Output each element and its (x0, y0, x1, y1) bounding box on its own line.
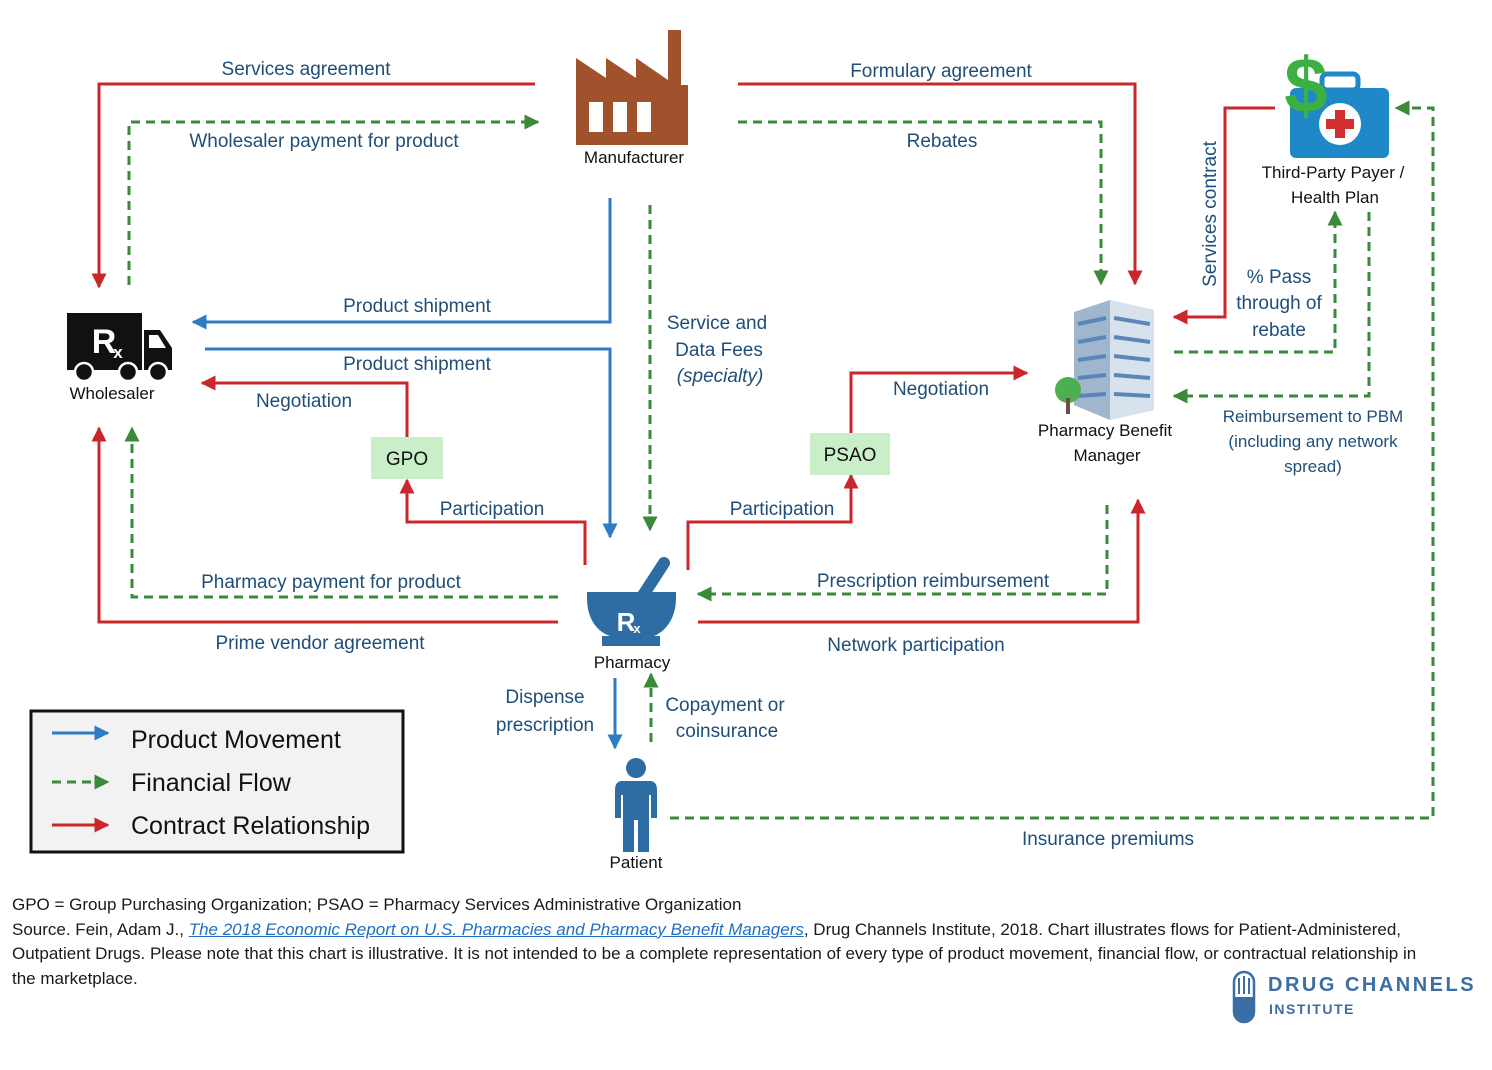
label-network-participation: Network participation (827, 635, 1004, 656)
arrow-wholesaler-payment (127, 114, 540, 285)
svg-text:R: R (92, 323, 117, 361)
footnote: GPO = Group Purchasing Organization; PSA… (12, 893, 1432, 991)
footnote-source-prefix: Source. Fein, Adam J., (12, 919, 189, 939)
pbm-label-line2: Manager (1073, 446, 1140, 465)
label-copayment-2: coinsurance (676, 721, 778, 742)
logo-subtitle: INSTITUTE (1269, 1001, 1355, 1017)
label-insurance-premiums: Insurance premiums (1022, 829, 1194, 850)
payer-label-line2: Health Plan (1291, 188, 1379, 207)
label-services-agreement: Services agreement (222, 59, 392, 80)
footnote-abbreviations: GPO = Group Purchasing Organization; PSA… (12, 895, 742, 914)
label-reimbursement-pbm-2: (including any network (1228, 432, 1398, 451)
svg-text:R: R (617, 607, 636, 637)
gpo-label: GPO (386, 449, 428, 470)
arrow-product-shipment-2 (205, 347, 618, 539)
arrow-insurance-premiums (670, 100, 1435, 820)
manufacturer-label: Manufacturer (584, 148, 684, 167)
source-title-link[interactable]: The 2018 Economic Report on U.S. Pharmac… (188, 919, 804, 939)
legend-product-label: Product Movement (131, 726, 341, 754)
gpo-box: GPO (371, 437, 443, 479)
logo-name: DRUG CHANNELS (1268, 974, 1477, 996)
label-negotiation-gpo: Negotiation (256, 391, 352, 412)
mortar-pestle-rx-icon: R x (587, 557, 676, 646)
label-reimbursement-pbm-1: Reimbursement to PBM (1223, 407, 1403, 426)
office-building-icon (1055, 300, 1154, 420)
arrow-services-agreement (91, 82, 535, 289)
arrow-pharmacy-payment (124, 426, 558, 599)
legend-financial-label: Financial Flow (131, 769, 292, 797)
person-icon (615, 758, 657, 852)
label-services-contract: Services contract (1200, 140, 1221, 286)
arrow-product-shipment-1 (191, 198, 612, 330)
label-product-shipment-2: Product shipment (343, 354, 492, 375)
arrow-participation-gpo (399, 478, 587, 565)
label-participation-gpo: Participation (440, 499, 545, 520)
label-participation-psao: Participation (730, 499, 835, 520)
label-formulary-agreement: Formulary agreement (850, 61, 1032, 82)
pharmacy-label: Pharmacy (594, 653, 671, 672)
arrow-negotiation-psao (849, 365, 1029, 433)
label-dispense-2: prescription (496, 715, 594, 736)
label-service-data-fees-3: (specialty) (677, 366, 764, 387)
arrow-reimbursement-pbm (1172, 212, 1371, 404)
label-product-shipment-1: Product shipment (343, 296, 492, 317)
footnote-source: Source. Fein, Adam J., The 2018 Economic… (12, 918, 1432, 992)
pbm-label-line1: Pharmacy Benefit (1038, 421, 1172, 440)
payer-label-line1: Third-Party Payer / (1262, 163, 1405, 182)
arrow-network-participation (698, 498, 1146, 624)
arrow-negotiation-gpo (200, 375, 409, 437)
arrow-rebates (738, 120, 1109, 286)
label-copayment-1: Copayment or (665, 695, 785, 716)
psao-label: PSAO (824, 445, 877, 466)
arrow-participation-psao (686, 473, 859, 570)
drug-channels-logo: DRUG CHANNELS INSTITUTE (1232, 970, 1482, 1026)
arrow-formulary-agreement (738, 82, 1143, 286)
label-reimbursement-pbm-3: spread) (1284, 457, 1342, 476)
arrow-pass-through (1174, 210, 1343, 354)
svg-text:$: $ (1284, 41, 1327, 129)
legend: Product Movement Financial Flow Contract… (29, 709, 405, 854)
label-dispense-1: Dispense (505, 687, 584, 708)
rx-truck-icon: R x (67, 313, 172, 383)
label-prescription-reimbursement: Prescription reimbursement (817, 571, 1050, 592)
label-negotiation-psao: Negotiation (893, 379, 989, 400)
label-service-data-fees-1: Service and (667, 313, 767, 334)
capsule-icon (1232, 970, 1256, 1024)
patient-label: Patient (610, 853, 663, 872)
label-pass-through-1: % Pass (1247, 267, 1311, 288)
factory-icon (576, 30, 688, 145)
psao-box: PSAO (810, 433, 890, 475)
legend-contract-label: Contract Relationship (131, 812, 370, 840)
label-wholesaler-payment: Wholesaler payment for product (189, 131, 459, 152)
medical-bag-dollar-icon: $ (1284, 41, 1389, 158)
label-prime-vendor: Prime vendor agreement (215, 633, 425, 654)
arrow-prescription-reimbursement (696, 505, 1109, 602)
footnote-source-suffix: , Drug Channels Institute, 2018. Chart i… (12, 919, 1417, 988)
label-rebates: Rebates (907, 131, 978, 152)
svg-text:x: x (633, 621, 641, 636)
label-pharmacy-payment: Pharmacy payment for product (201, 572, 462, 593)
label-service-data-fees-2: Data Fees (675, 340, 763, 361)
svg-text:x: x (113, 343, 123, 362)
arrow-prime-vendor (91, 426, 558, 624)
wholesaler-label: Wholesaler (69, 384, 154, 403)
arrow-services-contract (1172, 106, 1275, 325)
label-pass-through-2: through of (1236, 293, 1322, 314)
label-pass-through-3: rebate (1252, 320, 1306, 341)
